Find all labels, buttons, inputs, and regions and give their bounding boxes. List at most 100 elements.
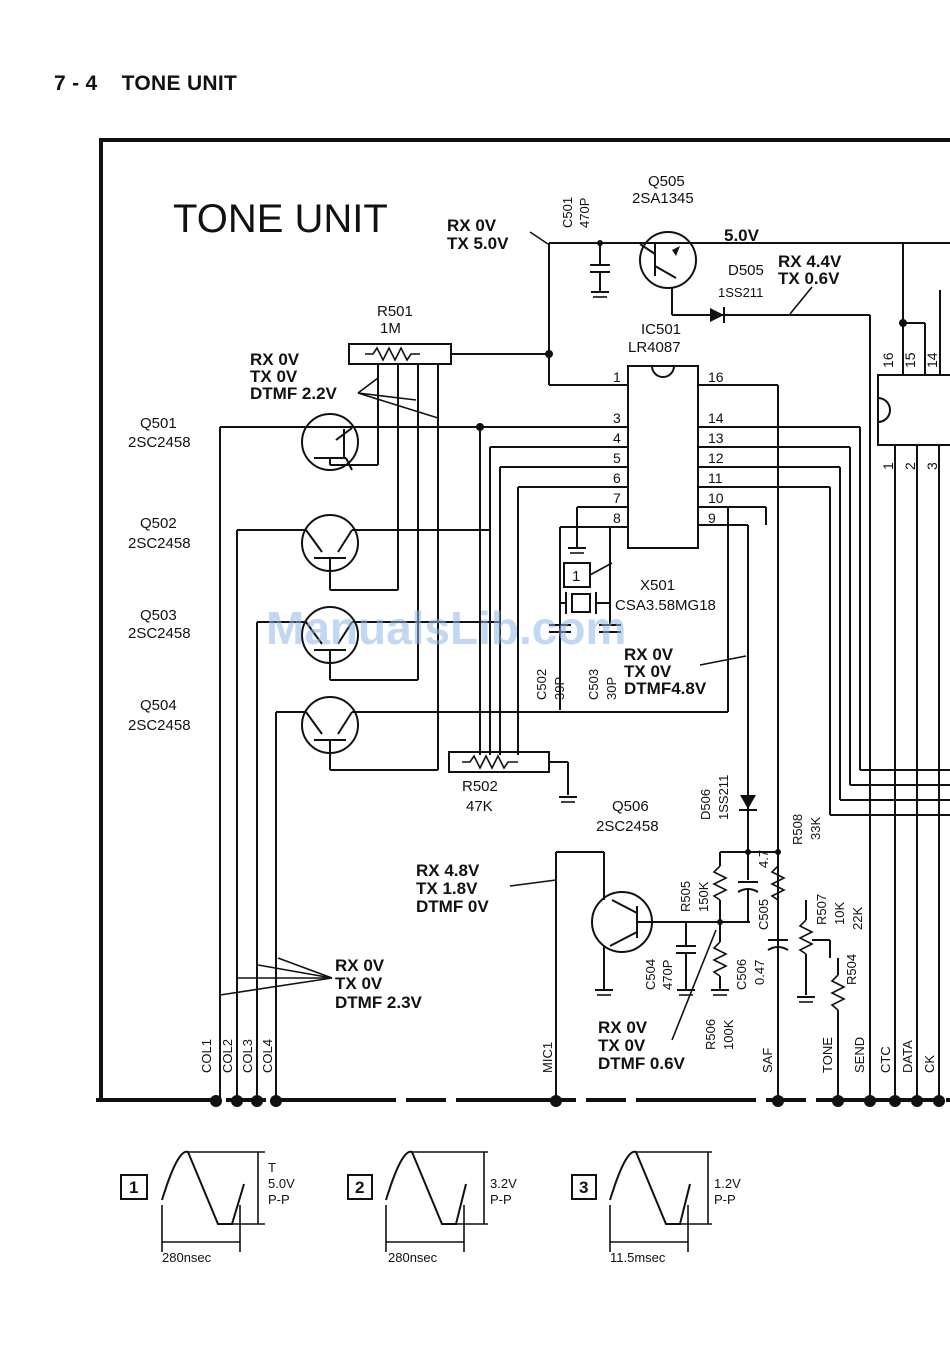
section-title: TONE UNIT [121, 72, 238, 95]
c502-value: 39P [552, 677, 567, 700]
supply-tx-note: TX 5.0V [447, 234, 509, 253]
d506-ref: D506 [698, 789, 713, 820]
q505-part: 2SA1345 [632, 190, 694, 207]
waveform-2-index: 2 [355, 1178, 364, 1197]
ic-pin-12: 12 [708, 450, 724, 466]
r506-resistor [711, 922, 729, 996]
r502-ref: R502 [462, 778, 498, 795]
ic-pin-13: 13 [708, 430, 724, 446]
label-data: DATA [900, 1040, 915, 1073]
diagram-title: TONE UNIT [173, 197, 388, 241]
r508-ref: R508 [790, 814, 805, 845]
conn-pin-2: 2 [902, 462, 918, 470]
r507-value: 10K [832, 902, 847, 925]
x501-ref: X501 [640, 577, 675, 594]
q506-transistor [591, 891, 750, 953]
ic-pin-4: 4 [613, 430, 621, 446]
waveform-1-amp3: P-P [268, 1192, 290, 1207]
pin9-rx-note: RX 0V [624, 645, 674, 664]
waveform-3-amp2: 1.2V [714, 1176, 741, 1191]
r502-value: 47K [466, 798, 493, 815]
pin9-dtmf-note: DTMF4.8V [624, 679, 707, 698]
r505-resistor [712, 852, 728, 922]
r501-tx-note: TX 0V [250, 367, 298, 386]
watermark-text: ManualsLib.com [266, 602, 626, 654]
r508-resistor [770, 852, 786, 901]
waveform-2-amp2: 3.2V [490, 1176, 517, 1191]
r506-value: 100K [721, 1019, 736, 1050]
r506-ref: R506 [703, 1019, 718, 1050]
ic-pin-7: 7 [613, 490, 621, 506]
terminal-dots [210, 1095, 945, 1107]
ic-pin-16: 16 [708, 369, 724, 385]
q501-part: 2SC2458 [128, 434, 191, 451]
marker-1-label: 1 [572, 568, 580, 585]
d506-diode [739, 795, 757, 811]
x501-crystal [560, 527, 611, 614]
ic501-part: LR4087 [628, 339, 681, 356]
c502-capacitor [549, 603, 571, 633]
d505-part: 1SS211 [718, 285, 763, 300]
conn-pin-3: 3 [924, 462, 940, 470]
r501-ref: R501 [377, 303, 413, 320]
q504-transistor [275, 696, 728, 1100]
c506-value: 0.47 [752, 960, 767, 985]
r504-resistor [830, 958, 846, 1100]
c503-ref: C503 [586, 669, 601, 700]
c505-ref: C505 [756, 899, 771, 930]
q501-transistor [301, 413, 378, 471]
ic501-ref: IC501 [641, 321, 681, 338]
c502-ref: C502 [534, 669, 549, 700]
r501-dtmf-note: DTMF 2.2V [250, 384, 338, 403]
supply-rx-note: RX 0V [447, 216, 497, 235]
mic-rx-note: RX 4.8V [416, 861, 480, 880]
section-number: 7 - 4 [54, 72, 98, 95]
d505-tx-note: TX 0.6V [778, 269, 840, 288]
label-ck: CK [922, 1055, 937, 1073]
waveform-3-amp3: P-P [714, 1192, 736, 1207]
q505-transistor [639, 231, 697, 289]
c501-ref: C501 [560, 197, 575, 228]
waveform-1-amp1: T [268, 1160, 276, 1175]
waveform-2-period: 280nsec [388, 1250, 438, 1265]
r501-rx-note: RX 0V [250, 350, 300, 369]
r507-resistor [797, 900, 831, 1003]
c506-ref: C506 [734, 959, 749, 990]
d506-part: 1SS211 [716, 775, 731, 820]
q506-part: 2SC2458 [596, 818, 659, 835]
waveform-3: 3 1.2V P-P 11.5msec [571, 1150, 741, 1265]
label-col4: COL4 [260, 1039, 275, 1073]
c501-value: 470P [577, 198, 592, 228]
q506-ref: Q506 [612, 798, 649, 815]
q503-part: 2SC2458 [128, 625, 191, 642]
ic-pin-6: 6 [613, 470, 621, 486]
col-rx-note: RX 0V [335, 956, 385, 975]
waveform-1-period: 280nsec [162, 1250, 212, 1265]
ic501-chip [627, 365, 699, 549]
d505-diode [710, 307, 725, 323]
q502-ref: Q502 [140, 515, 177, 532]
c501-capacitor [590, 243, 610, 298]
rail-voltage: 5.0V [724, 226, 760, 245]
c504-ref: C504 [643, 959, 658, 990]
c505-value: 4.7 [756, 850, 771, 868]
d505-ref: D505 [728, 262, 764, 279]
r505-value: 150K [696, 881, 711, 912]
r507-ref: R507 [814, 894, 829, 925]
mic-tx-note: TX 1.8V [416, 879, 478, 898]
q502-part: 2SC2458 [128, 535, 191, 552]
ic-pin-14: 14 [708, 410, 724, 426]
label-ctc: CTC [878, 1046, 893, 1073]
q505-ref: Q505 [648, 173, 685, 190]
page-header: 7 - 4 TONE UNIT [54, 72, 237, 96]
waveform-2-amp3: P-P [490, 1192, 512, 1207]
label-saf: SAF [760, 1048, 775, 1073]
pin9-tx-note: TX 0V [624, 662, 672, 681]
conn-pin-14: 14 [924, 352, 940, 368]
connector-ic-body [877, 374, 950, 446]
r505-ref: R505 [678, 881, 693, 912]
ic-pin-1: 1 [613, 369, 621, 385]
r501-resistor [348, 343, 452, 365]
q503-ref: Q503 [140, 607, 177, 624]
